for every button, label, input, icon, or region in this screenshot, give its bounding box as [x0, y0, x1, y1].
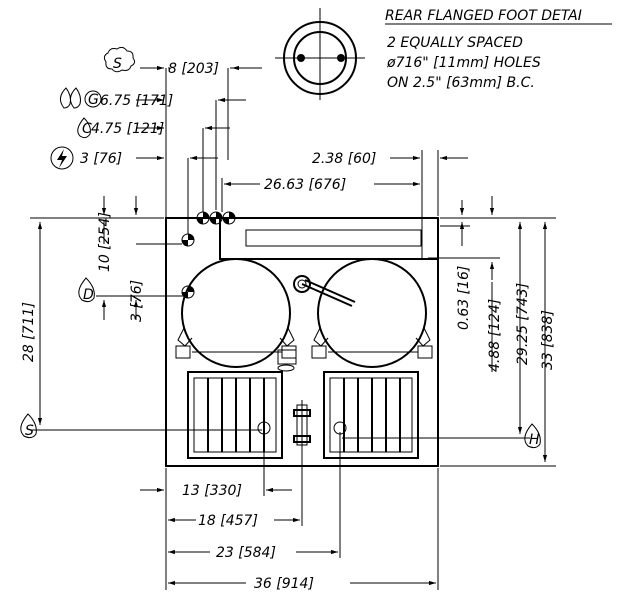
large-depth-dim: 29.25 [743] [515, 283, 531, 365]
bottom-dimensions: 13 [330] 18 [457] 23 [584] 36 [914] [140, 432, 439, 592]
left-labels: S 8 [203] G 6.75 [171] C 4.75 [121] 3 [7… [20, 46, 219, 439]
dim-18: 18 [457] [198, 513, 258, 529]
svg-text:H: H [529, 432, 540, 448]
drain-up-dim: 10 [254] [97, 212, 113, 272]
bolt-hole-right [337, 54, 345, 62]
gas-dim: 6.75 [171] [100, 93, 173, 109]
dim-23: 23 [584] [216, 545, 276, 561]
power-dim: 3 [76] [80, 151, 122, 167]
foot-detail [275, 8, 365, 100]
width-inner-dim: 26.63 [676] [264, 177, 346, 193]
gas-icon: G [60, 87, 102, 109]
overall-depth-left-dim: 28 [711] [21, 302, 37, 362]
steam-dim: 8 [203] [168, 61, 219, 77]
mid-depth-dim: 4.88 [124] [487, 299, 503, 372]
steam-inlet-icon: S [20, 413, 37, 439]
cold-dim: 4.75 [121] [91, 121, 164, 137]
detail-line-3: ON 2.5" [63mm] B.C. [387, 75, 535, 91]
right-dimensions: 33 [838] 29.25 [743] 4.88 [124] 0.63 [16… [342, 196, 556, 467]
top-dimensions: 2.38 [60] 26.63 [676] [221, 150, 468, 258]
svg-text:C: C [82, 121, 92, 137]
svg-text:S: S [25, 423, 34, 439]
svg-text:S: S [113, 56, 122, 72]
unit-plan-view [165, 211, 439, 467]
power-icon [50, 146, 74, 170]
svg-text:G: G [88, 92, 99, 108]
steam-icon: S [103, 46, 136, 73]
detail-line-1: 2 EQUALLY SPACED [387, 35, 523, 51]
cold-water-icon: C [77, 117, 92, 139]
svg-text:D: D [83, 287, 94, 303]
left-dimensions [30, 65, 262, 431]
hot-water-icon: H [524, 423, 541, 449]
detail-title: REAR FLANGED FOOT DETAI [385, 8, 582, 24]
dim-36: 36 [914] [254, 576, 314, 592]
kettle-left [181, 258, 291, 368]
bolt-hole-left [297, 54, 305, 62]
detail-line-2: ø716" [11mm] HOLES [386, 55, 541, 71]
overall-depth-dim: 33 [838] [540, 310, 556, 370]
drain-icon: D [78, 277, 95, 303]
drain-low-dim: 3 [76] [129, 280, 145, 322]
right-offset-dim: 2.38 [60] [312, 151, 376, 167]
kettle-right [317, 258, 427, 368]
dim-13: 13 [330] [182, 483, 242, 499]
small-depth-dim: 0.63 [16] [456, 266, 472, 330]
